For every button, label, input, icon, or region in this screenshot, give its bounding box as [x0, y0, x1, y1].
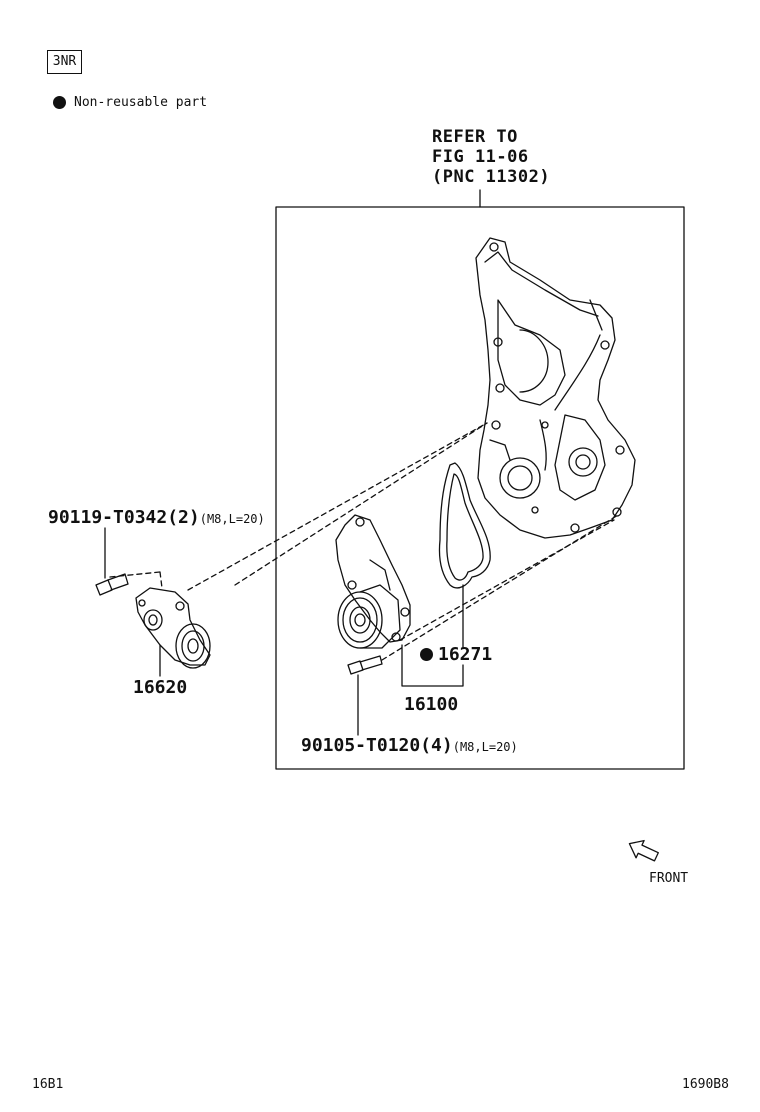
- refer-line-1: REFER TO: [432, 127, 518, 147]
- footer-left-code: 16B1: [32, 1077, 64, 1092]
- footer-right-code: 1690B8: [682, 1077, 729, 1092]
- engine-code-badge: 3NR: [47, 50, 82, 74]
- part-label-16100[interactable]: 16100: [404, 694, 459, 715]
- gasket-drawing: [438, 462, 491, 589]
- part-spec-90105: (M8,L=20): [452, 740, 518, 754]
- part-number-90105: 90105-T0120(4): [301, 735, 453, 756]
- refer-line-2: FIG 11-06: [432, 147, 529, 167]
- part-number-90119: 90119-T0342(2): [48, 507, 200, 528]
- tensioner-bolt-drawing: [95, 573, 129, 596]
- part-label-90119[interactable]: 90119-T0342(2)(M8,L=20): [48, 507, 265, 528]
- refer-line-3: (PNC 11302): [432, 167, 551, 187]
- part-spec-90119: (M8,L=20): [199, 512, 265, 526]
- front-arrow-icon: [628, 839, 659, 862]
- part-label-90105[interactable]: 90105-T0120(4)(M8,L=20): [301, 735, 518, 756]
- part-label-16620[interactable]: 16620: [133, 677, 188, 698]
- tensioner-drawing: [135, 587, 211, 669]
- part-label-16271[interactable]: 16271: [438, 644, 493, 665]
- legend-label: Non-reusable part: [74, 95, 208, 110]
- leader-16100: [401, 644, 464, 687]
- pump-bolt-drawing: [347, 655, 383, 675]
- alignment-dashes: [109, 422, 619, 661]
- water-pump-drawing: [335, 514, 411, 649]
- front-label: FRONT: [649, 871, 689, 886]
- non-reusable-dot-icon-16271: [420, 648, 433, 661]
- timing-cover-drawing: [475, 237, 636, 539]
- non-reusable-dot-icon: [53, 96, 66, 109]
